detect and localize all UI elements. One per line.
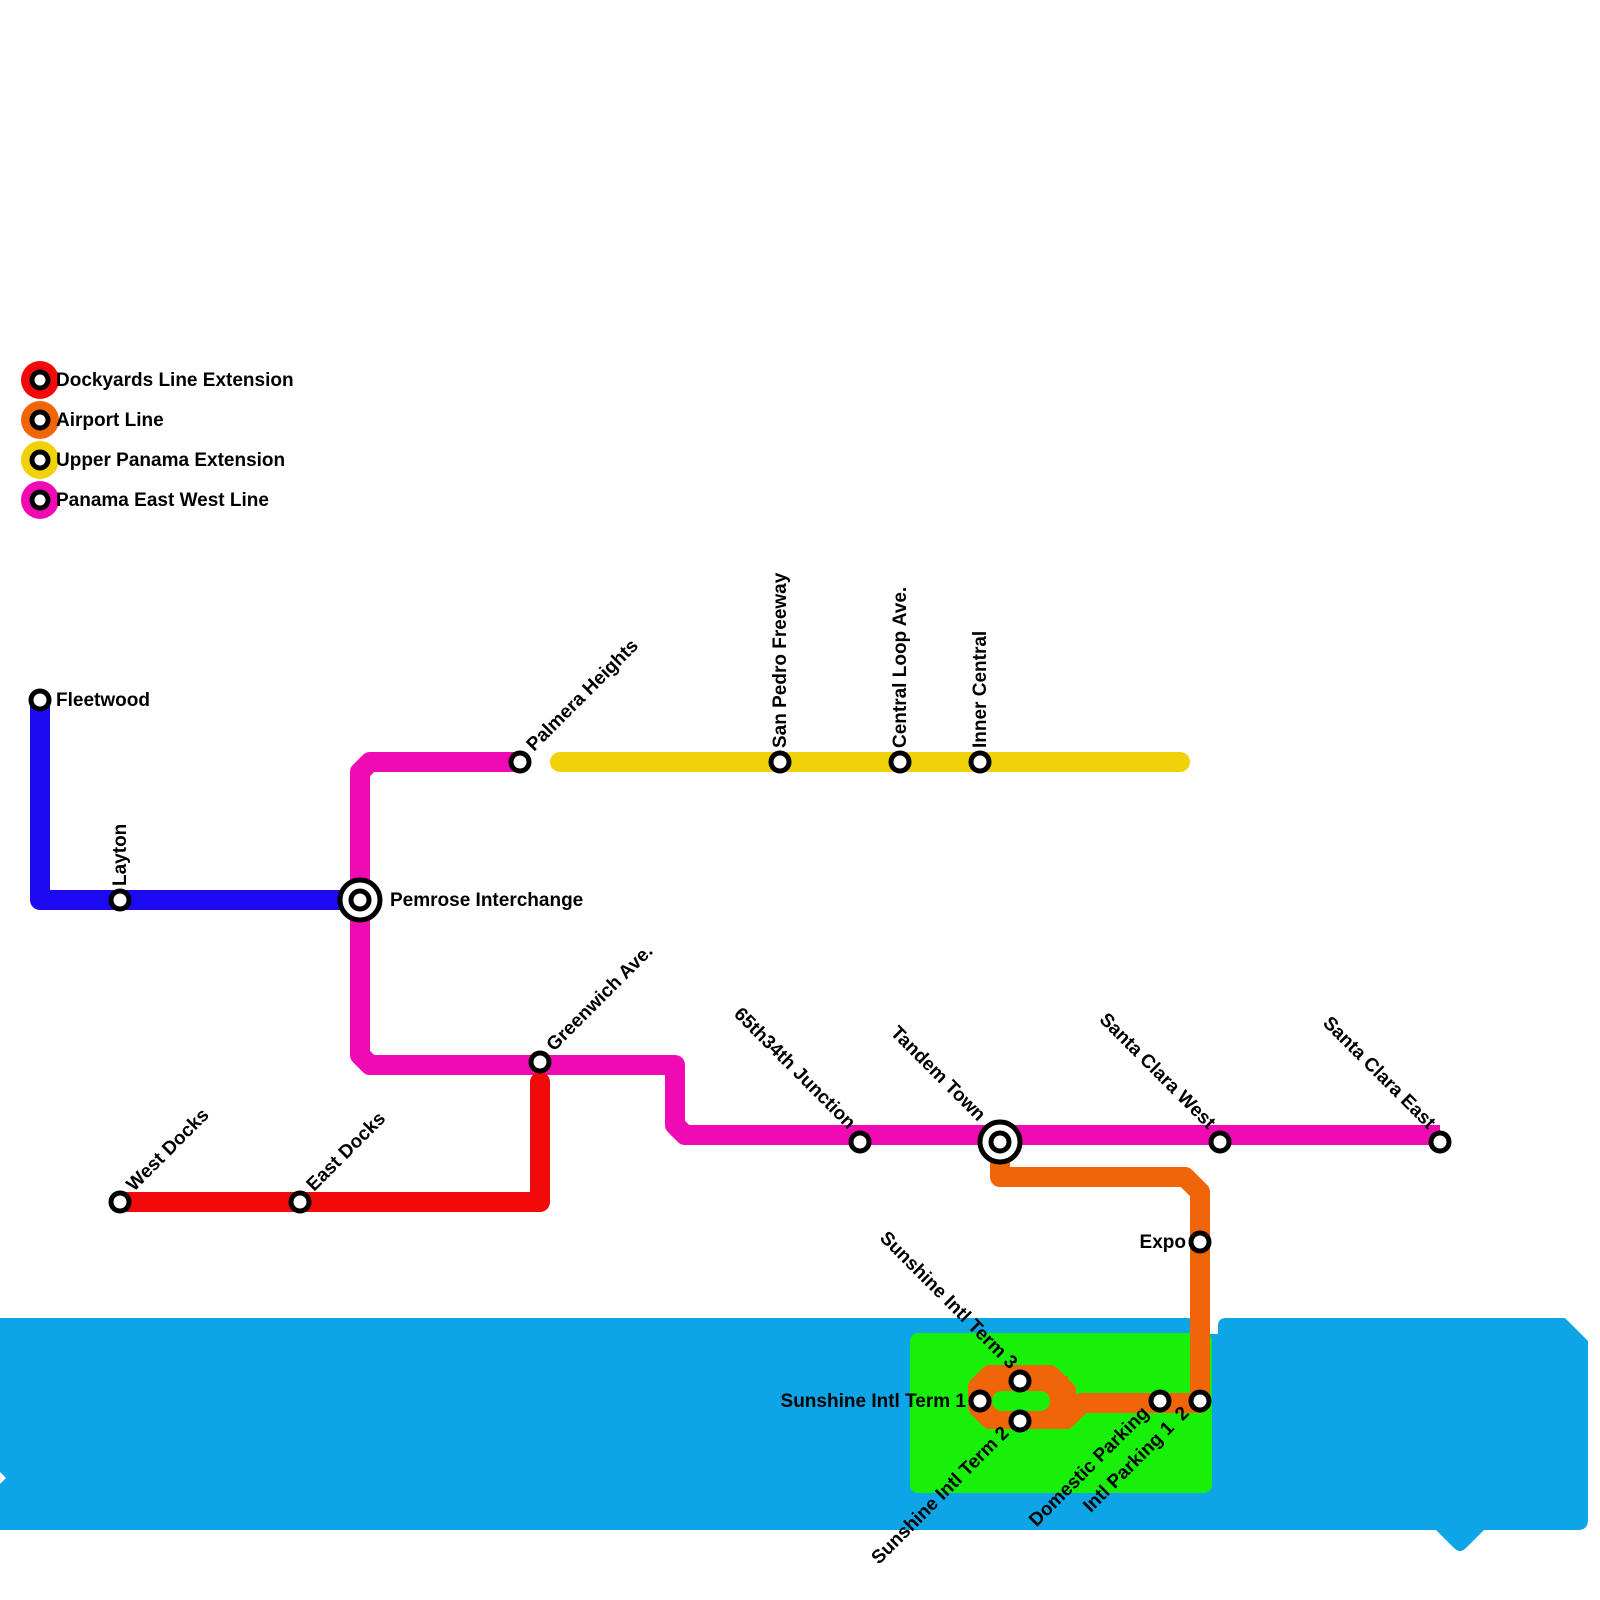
label-greenwich-ave: Greenwich Ave. [543,941,658,1056]
label-fleetwood: Fleetwood [56,690,150,711]
label-pemrose-interchange: Pemrose Interchange [390,890,583,911]
station-greenwich-ave[interactable] [528,1050,552,1074]
legend-label: Panama East West Line [56,490,269,511]
label-layton: Layton [110,824,131,886]
station-layton[interactable] [108,888,132,912]
station-tandem-town[interactable] [977,1119,1023,1165]
station-central-loop-ave[interactable] [888,750,912,774]
label-sunshine-intl-term-1: Sunshine Intl Term 1 [781,1391,967,1412]
legend-label: Upper Panama Extension [56,450,285,471]
panama-east-west-line [350,752,1440,1145]
legend: Dockyards Line Extension Airport Line Up… [21,361,294,519]
station-65th34th-junction[interactable] [848,1130,872,1154]
station-pemrose-interchange[interactable] [337,877,383,923]
station-santa-clara-west[interactable] [1208,1130,1232,1154]
label-santa-clara-west: Santa Clara West [1095,1009,1220,1134]
station-west-docks[interactable] [108,1190,132,1214]
station-expo[interactable] [1188,1230,1212,1254]
label-west-docks: West Docks [123,1105,214,1196]
station-east-docks[interactable] [288,1190,312,1214]
station-sunshine-intl-term-2[interactable] [1008,1409,1032,1433]
label-east-docks: East Docks [303,1108,390,1195]
airport-loop-hole [992,1391,1050,1411]
legend-item-dockyards: Dockyards Line Extension [21,361,294,399]
station-fleetwood[interactable] [28,688,52,712]
label-palmera-heights: Palmera Heights [523,635,643,755]
station-intl-parking[interactable] [1188,1389,1212,1413]
station-sunshine-intl-term-3[interactable] [1008,1369,1032,1393]
water-body-main [0,1318,1588,1551]
label-inner-central: Inner Central [970,631,991,748]
legend-item-panama-east-west: Panama East West Line [21,481,269,519]
legend-label: Airport Line [56,410,164,431]
station-inner-central[interactable] [968,750,992,774]
legend-item-airport: Airport Line [21,401,164,439]
label-tandem-town: Tandem Town [886,1022,989,1125]
label-65th34th-junction: 65th34th Junction [730,1004,860,1134]
water-notch [0,1472,6,1484]
label-expo: Expo [1140,1232,1186,1253]
legend-label: Dockyards Line Extension [56,370,294,391]
station-sunshine-intl-term-1[interactable] [968,1389,992,1413]
label-santa-clara-east: Santa Clara East [1318,1013,1439,1134]
station-domestic-parking[interactable] [1148,1389,1172,1413]
station-santa-clara-east[interactable] [1428,1130,1452,1154]
label-central-loop-ave: Central Loop Ave. [890,587,911,748]
blue-line [30,700,360,910]
dockyards-line-extension [110,1072,550,1212]
legend-item-upper-panama: Upper Panama Extension [21,441,285,479]
label-san-pedro-freeway: San Pedro Freeway [770,572,791,748]
station-palmera-heights[interactable] [508,750,532,774]
station-san-pedro-freeway[interactable] [768,750,792,774]
